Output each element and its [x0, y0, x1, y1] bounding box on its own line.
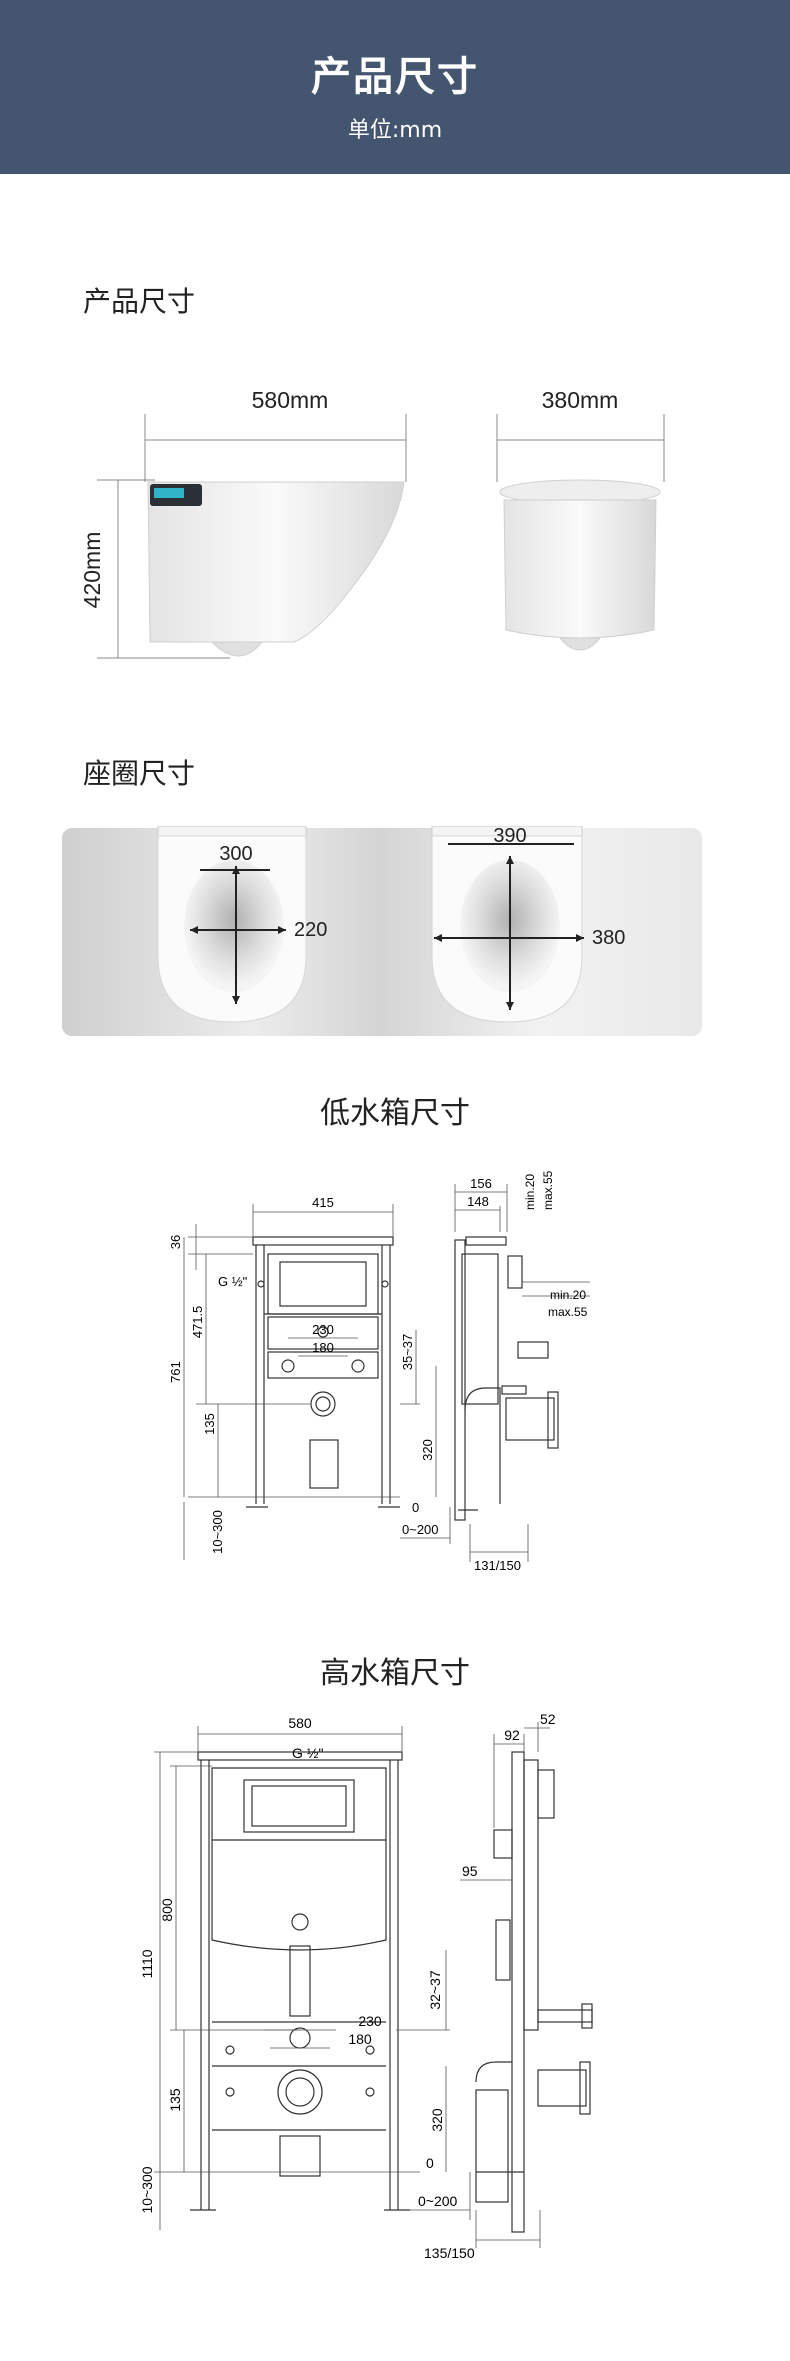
seat-section-title: 座圈尺寸 — [83, 757, 196, 790]
product-width-front-label: 380mm — [542, 387, 619, 413]
high-tank-title: 高水箱尺寸 — [320, 1656, 470, 1691]
high-d580: 580 — [288, 1715, 312, 1731]
low-d415: 415 — [312, 1195, 334, 1210]
low-tank-drawing: 415 36 G ½" 471.5 761 230 180 35~37 135 … — [168, 1170, 590, 1573]
low-d0: 0 — [412, 1500, 419, 1515]
low-d10300: 10~300 — [210, 1510, 225, 1554]
high-d230: 230 — [358, 2013, 382, 2029]
header-banner: 产品尺寸 单位:mm — [0, 0, 790, 174]
toilet-front-view — [499, 479, 661, 651]
low-d148: 148 — [467, 1194, 489, 1209]
low-d156: 156 — [470, 1176, 492, 1191]
product-height-label: 420mm — [79, 532, 105, 609]
low-d36: 36 — [168, 1235, 183, 1249]
low-d320: 320 — [420, 1439, 435, 1461]
product-section-title: 产品尺寸 — [83, 285, 196, 318]
low-d230: 230 — [312, 1322, 334, 1337]
header-unit: 单位:mm — [347, 118, 443, 143]
high-d0200: 0~200 — [418, 2193, 458, 2209]
seat-b — [431, 826, 584, 1023]
seat-a — [157, 826, 307, 1023]
low-max55b: max.55 — [548, 1305, 588, 1319]
low-d0200: 0~200 — [402, 1522, 439, 1537]
low-min20b: min.20 — [550, 1288, 586, 1302]
seat-a-depth: 220 — [294, 919, 327, 941]
low-tank-title: 低水箱尺寸 — [320, 1096, 470, 1131]
high-d1110: 1110 — [139, 1949, 155, 1978]
seat-b-width: 390 — [493, 826, 526, 847]
toilet-side-view — [147, 481, 405, 657]
low-d761: 761 — [168, 1361, 183, 1383]
low-d3537: 35~37 — [400, 1334, 415, 1371]
high-tank-drawing: 580 G ½" 800 1110 32~37 230 180 135 320 … — [139, 1711, 593, 2261]
high-d95: 95 — [462, 1863, 478, 1879]
seat-b-depth: 380 — [592, 927, 625, 949]
low-d180: 180 — [312, 1340, 334, 1355]
low-g: G ½" — [218, 1274, 248, 1289]
high-d0: 0 — [426, 2155, 434, 2171]
product-width-side-label: 580mm — [252, 387, 329, 413]
high-d800: 800 — [159, 1898, 175, 1922]
high-d52: 52 — [540, 1711, 556, 1727]
high-d10300: 10~300 — [139, 2166, 155, 2213]
low-d135: 135 — [202, 1413, 217, 1435]
low-d131: 131/150 — [474, 1558, 521, 1573]
low-max55a: max.55 — [541, 1170, 555, 1210]
high-d135150: 135/150 — [424, 2245, 475, 2261]
high-d180: 180 — [348, 2031, 372, 2047]
seat-a-width: 300 — [219, 843, 252, 865]
seat-dimension-photo: 300 220 390 380 — [62, 826, 702, 1036]
high-d135: 135 — [167, 2088, 183, 2112]
low-d471: 471.5 — [190, 1306, 205, 1339]
high-d320: 320 — [429, 2108, 445, 2132]
header-title: 产品尺寸 — [311, 54, 479, 100]
high-d3237: 32~37 — [427, 1970, 443, 2010]
product-dimension-diagram: 580mm 420mm 380mm — [79, 387, 665, 659]
high-d92: 92 — [504, 1727, 520, 1743]
high-g: G ½" — [292, 1745, 323, 1761]
low-min20a: min.20 — [523, 1174, 537, 1210]
